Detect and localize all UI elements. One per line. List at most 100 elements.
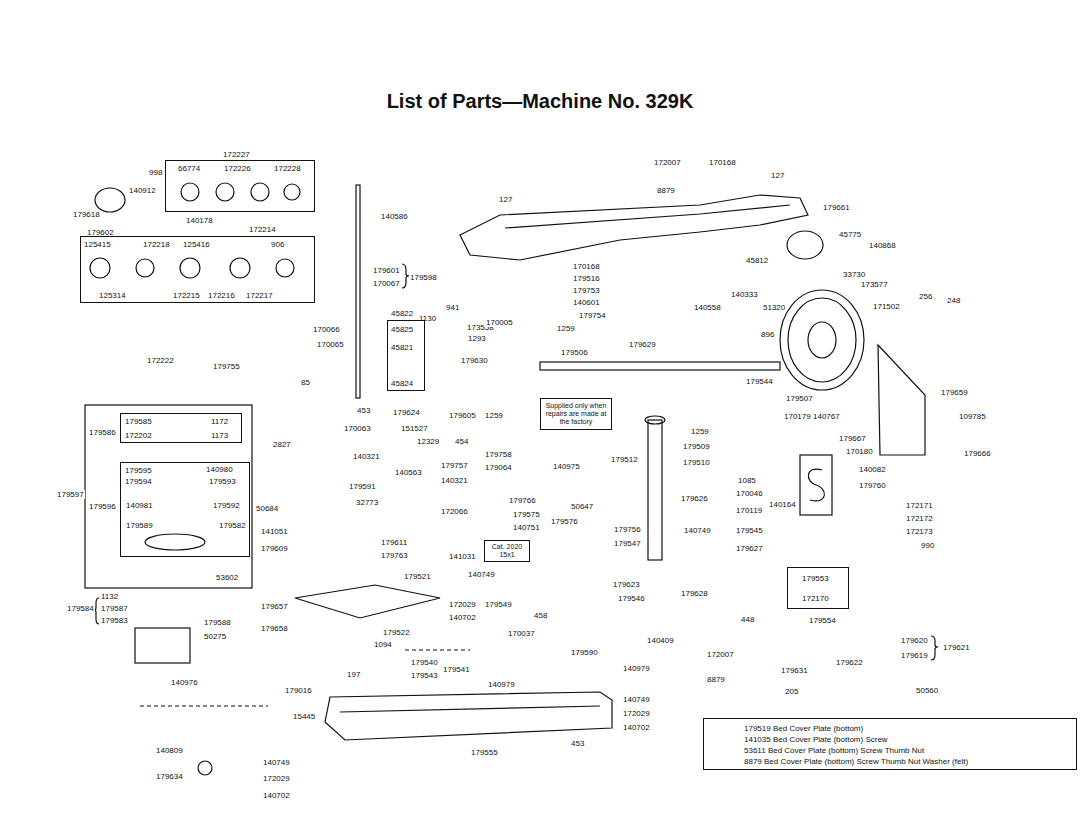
stitch-panel-mark [808,469,824,501]
callout-number: 197 [346,670,361,679]
part-number: 140981 [126,501,153,510]
callout-number: 179766 [508,496,537,505]
callout-number: 248 [946,296,961,305]
callout-number: 53602 [215,573,239,582]
callout-number: 45822 [390,309,414,318]
part-number: 141035 Bed Cover Plate (bottom) Screw [744,735,888,744]
callout-number: 172029 [448,600,477,609]
callout-number: 179575 [512,510,541,519]
part-number: 8879 Bed Cover Plate (bottom) Screw Thum… [744,757,968,766]
callout-number: 179605 [448,411,477,420]
callout-number: 179666 [963,449,992,458]
part-group-box: 17958517220211721173 [120,413,242,443]
part-number: 125416 [183,240,210,249]
callout-number: 179760 [858,481,887,490]
arm-shaft [540,362,780,370]
callout-number: 50275 [203,632,227,641]
callout-number: 170168 [708,158,737,167]
tension-disc [284,184,300,200]
callout-number: 179618 [72,210,101,219]
callout-number: 179661 [822,203,851,212]
part-number: 1173 [211,431,228,440]
callout-number: 179659 [940,388,969,397]
callout-number: 140082 [858,465,887,474]
callout-number: 2827 [272,440,292,449]
part-number: 172226 [224,164,251,173]
arm-edge [505,205,790,228]
callout-number: 179512 [610,455,639,464]
part-number: 179589 [126,521,153,530]
callout-number: 1130 [418,314,437,323]
tension-part [230,258,250,278]
callout-number: 179630 [460,356,489,365]
callout-number: 179584 [66,604,95,613]
bobbin-case [145,534,205,550]
callout-number: 170066 [312,325,341,334]
callout-number: 179588 [203,618,232,627]
group-outline [85,405,252,588]
callout-number: 50560 [915,686,939,695]
callout-number: 173577 [860,280,889,289]
callout-number: 179611 [380,538,408,547]
callout-number: 1132 [100,592,119,601]
callout-number: 170046 [735,489,764,498]
tension-part [276,259,294,277]
callout-number: 179590 [570,648,599,657]
callout-number: 170005 [485,318,514,327]
callout-number: 140975 [552,462,581,471]
callout-number: 179624 [392,408,421,417]
title: List of Parts—Machine No. 329K [0,90,1080,113]
callout-number: 179549 [484,600,513,609]
handwheel-rim [788,298,856,382]
callout-number: 179583 [100,616,129,625]
callout-number: 179628 [680,589,709,598]
callout-number: 140751 [512,523,541,532]
callout-number: 172029 [262,774,291,783]
callout-number: 140601 [572,298,601,307]
callout-number: 179629 [628,340,657,349]
callout-number: 140749 [467,570,496,579]
callout-number: 172227 [222,150,251,159]
face-plate-part [787,231,823,259]
part-group-box: 1254151722181254169061253141722151722161… [80,236,315,303]
callout-number: 179754 [578,311,607,320]
callout-number: 179627 [735,544,764,553]
callout-number: 179667 [838,434,867,443]
callout-number: 1094 [373,640,393,649]
callout-number: 179631 [780,666,809,675]
callout-number: 179756 [613,525,642,534]
needle-bar [356,185,360,398]
callout-number: 140321 [352,452,381,461]
callout-number: 140321 [440,476,469,485]
callout-number: 179506 [560,348,589,357]
callout-number: 179587 [100,604,129,613]
tension-disc [251,183,269,201]
callout-number: 172066 [440,507,469,516]
callout-number: 179541 [442,665,471,674]
callout-number: 141051 [260,527,289,536]
part-group-box: 1795951409801795931795941409811795921795… [120,462,250,557]
part-number: 45821 [391,343,413,352]
callout-number: 140178 [185,216,214,225]
callout-number: 179540 [410,658,439,667]
callout-number: 179621 [942,643,971,652]
part-number: 45824 [391,379,413,388]
callout-number: 140702 [448,613,477,622]
part-number: 172217 [246,291,273,300]
callout-number: 179619 [900,651,929,660]
callout-number: 140976 [170,678,199,687]
part-number: 179593 [209,477,236,486]
callout-number: 51320 [762,303,786,312]
callout-number: 179753 [572,286,601,295]
tension-disc [181,183,199,201]
callout-number: 998 [148,168,163,177]
callout-number: 140586 [380,212,409,221]
callout-number: 45775 [838,230,862,239]
tension-disc [216,183,234,201]
callout-number: 151527 [400,424,429,433]
brace [94,598,99,624]
callout-number: 171502 [872,302,901,311]
callout-number: 448 [740,615,755,624]
callout-number: 85 [300,378,311,387]
callout-number: 140912 [128,186,157,195]
